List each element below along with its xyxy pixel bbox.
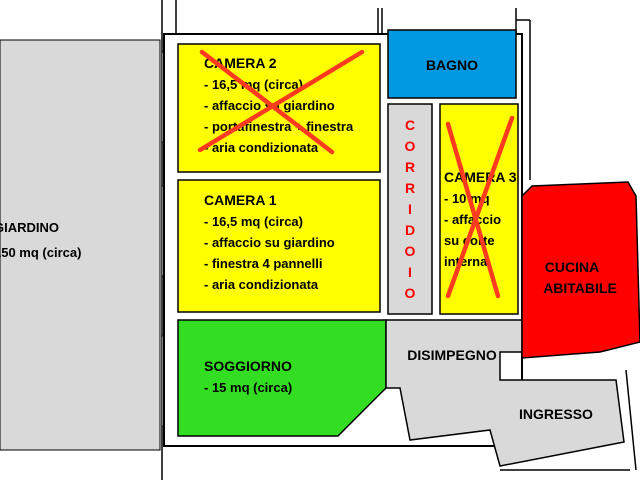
room-soggiorno	[177, 319, 387, 437]
camera-3-line: interna	[444, 254, 488, 269]
cucina-label: CUCINA	[545, 259, 599, 275]
camera-3-line: - affaccio	[444, 212, 501, 227]
camera-2-cross-mark	[199, 49, 335, 155]
corridoio-letter: R	[405, 180, 415, 196]
corridoio-letter: I	[408, 264, 412, 280]
corridoio-letter: R	[405, 159, 415, 175]
camera-2-line: - aria condizionata	[204, 140, 319, 155]
camera-1-line: - affaccio su giardino	[204, 235, 335, 250]
camera-3-cross-mark	[445, 121, 501, 299]
room-camera-2	[177, 43, 381, 173]
camera-1-title: CAMERA 1	[204, 192, 277, 208]
corridoio-letter: C	[405, 117, 415, 133]
camera-1-line: - 16,5 mq (circa)	[204, 214, 303, 229]
camera-1-line: - aria condizionata	[204, 277, 319, 292]
disimpegno-label: DISIMPEGNO	[407, 347, 497, 363]
corridoio-letter: O	[405, 138, 416, 154]
room-cucina	[521, 181, 640, 359]
corridoio-letter: D	[405, 222, 415, 238]
giardino-area: 150 mq (circa)	[0, 245, 81, 260]
room-corridoio	[387, 103, 433, 315]
bagno-label: BAGNO	[426, 57, 478, 73]
outer-wall-line	[625, 369, 637, 471]
camera-3-line: - 10 mq	[444, 191, 490, 206]
room-bagno	[387, 29, 517, 99]
camera-1-line: - finestra 4 pannelli	[204, 256, 322, 271]
soggiorno-title: SOGGIORNO	[204, 358, 292, 374]
room-camera-1	[177, 179, 381, 313]
cucina-label: ABITABILE	[543, 280, 617, 296]
ingresso-label: INGRESSO	[519, 406, 593, 422]
soggiorno-area: - 15 mq (circa)	[204, 380, 292, 395]
corridoio-letter: I	[408, 201, 412, 217]
camera-2-line: - 16,5 mq (circa)	[204, 77, 303, 92]
camera-2-cross-mark	[197, 49, 365, 153]
camera-3-cross-mark	[445, 115, 515, 299]
corridoio-letter: O	[405, 285, 416, 301]
garden-area	[0, 39, 161, 451]
corridoio-letter: O	[405, 243, 416, 259]
camera-3-title: CAMERA 3	[444, 169, 517, 185]
giardino-label: GIARDINO	[0, 220, 59, 235]
